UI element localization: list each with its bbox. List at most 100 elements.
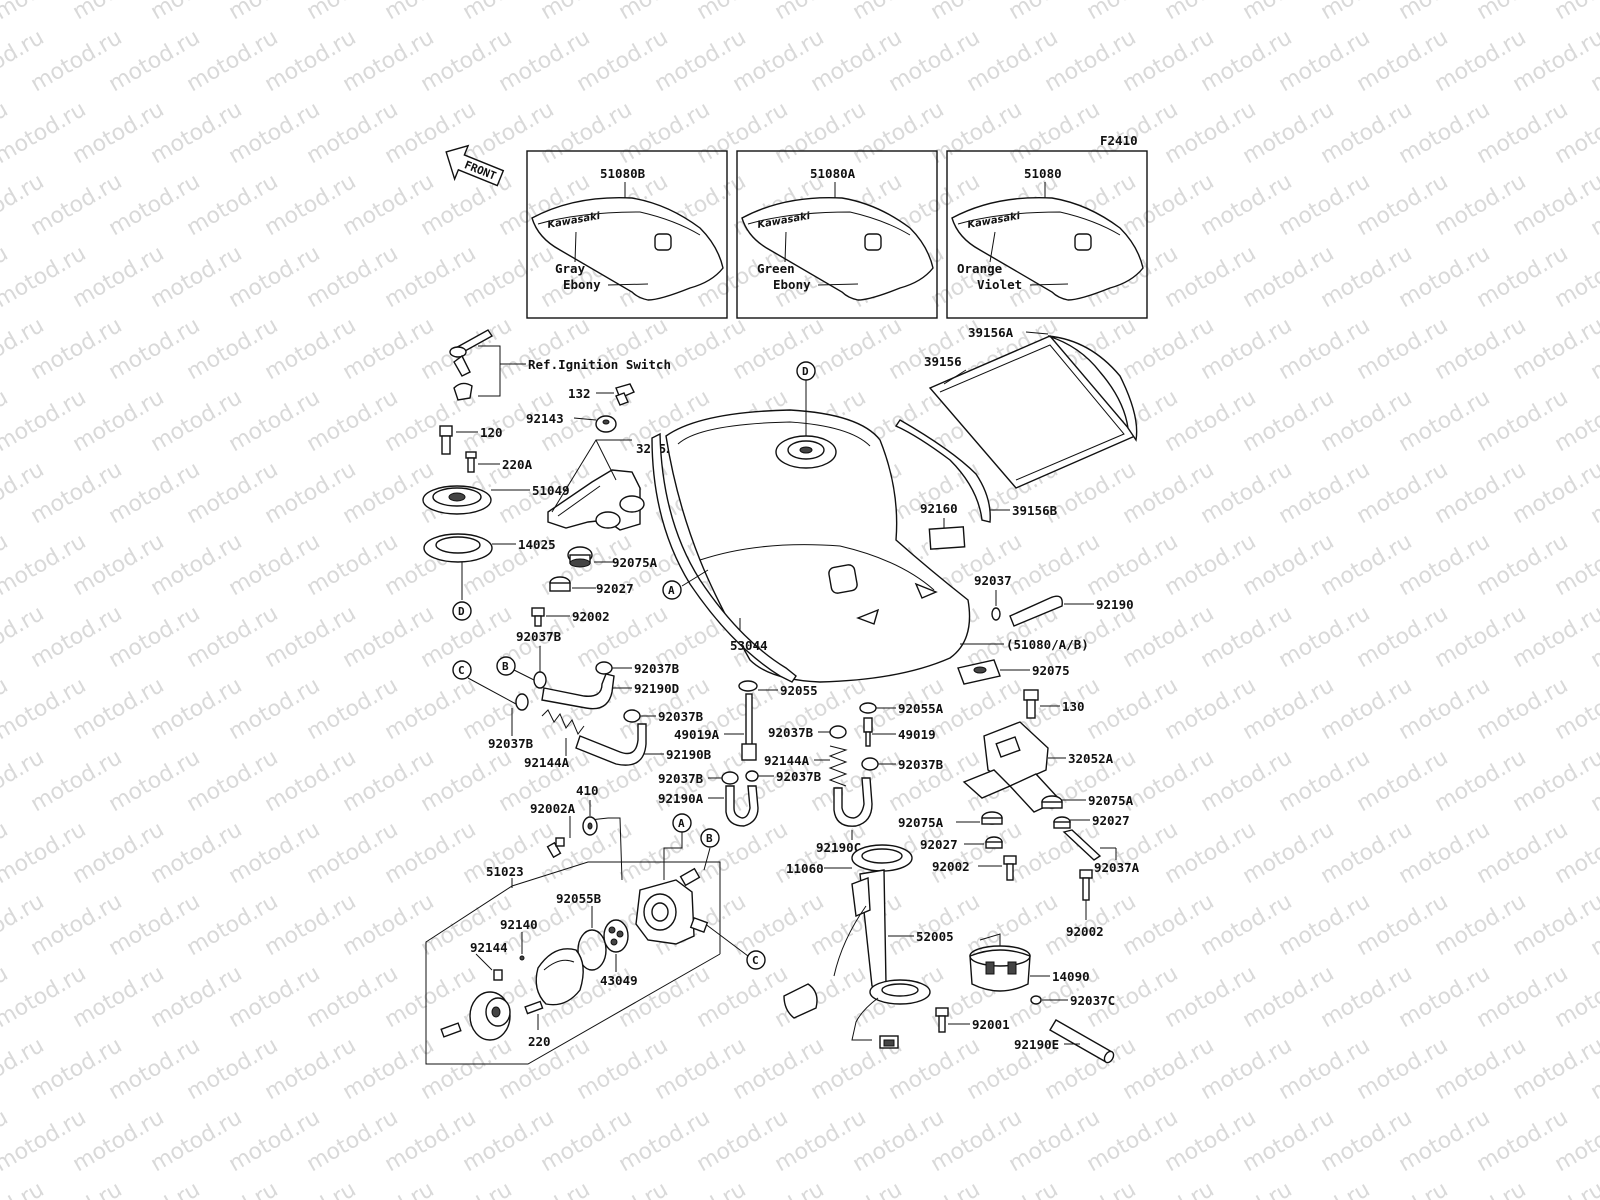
figure-code: F2410 — [1100, 133, 1138, 148]
svg-text:B: B — [502, 660, 509, 673]
bolt-92002A-icon — [546, 837, 565, 859]
part-label: 39156 — [924, 354, 962, 369]
bolt-132-icon — [615, 383, 635, 406]
callout-B-cock: B — [700, 828, 720, 848]
part-label: 43049 — [600, 973, 638, 988]
clip-92037B-icon — [623, 709, 641, 723]
callout-B-hose: B — [496, 656, 516, 676]
cover-39156A-icon — [1047, 335, 1138, 442]
part-label: 92037B — [634, 661, 680, 676]
gasket-11060-icon — [851, 844, 913, 872]
part-label: 92055A — [898, 701, 944, 716]
part-label: 92190C — [816, 840, 861, 855]
clip-92037B-icon — [829, 725, 847, 739]
bolt-120-icon — [439, 425, 453, 455]
part-label: (51080/A/B) — [1006, 637, 1089, 652]
part-label: 92037B — [658, 771, 704, 786]
grommet-92075A-icon — [1041, 795, 1063, 809]
part-label: 14025 — [518, 537, 556, 552]
ref-ignition-switch-label: Ref.Ignition Switch — [528, 357, 671, 372]
watermark-text: motod.ru — [1551, 0, 1600, 25]
part-label: 92055B — [556, 891, 602, 906]
oring-92055-icon — [738, 680, 758, 692]
part-label: 92160 — [920, 501, 958, 516]
label-92160-icon — [928, 526, 966, 550]
variant-part-number: 51080B — [600, 166, 646, 181]
ignition-key-icon — [449, 329, 494, 401]
bolt-92002-icon — [1079, 869, 1093, 901]
svg-text:A: A — [678, 817, 685, 830]
part-label: 92037B — [658, 709, 704, 724]
variant-box-51080: 51080 Kawasaki Orange Violet — [946, 150, 1148, 319]
part-label: 92144A — [524, 755, 570, 770]
callout-A-cock: A — [672, 813, 692, 833]
bolt-92002-icon — [1003, 855, 1017, 881]
svg-text:D: D — [458, 605, 465, 618]
part-label: 132 — [568, 386, 591, 401]
part-label: 92037B — [898, 757, 944, 772]
screw-220-icon — [524, 1000, 544, 1015]
part-label: 39156A — [968, 325, 1014, 340]
clip-92037B-icon — [533, 671, 547, 689]
part-label: 92037C — [1070, 993, 1115, 1008]
part-label: 92140 — [500, 917, 538, 932]
part-label: 92002 — [1066, 924, 1104, 939]
part-label: 92075 — [1032, 663, 1070, 678]
part-label: 92037 — [974, 573, 1012, 588]
variant-box-51080A: 51080A Kawasaki Green Ebony — [736, 150, 938, 319]
part-label: 51023 — [486, 864, 524, 879]
part-label: 410 — [576, 783, 599, 798]
knob-icon — [469, 991, 511, 1041]
bracket-32052-icon — [547, 469, 645, 531]
callout-D-tank: D — [796, 361, 816, 381]
front-arrow-icon: FRONT — [445, 144, 505, 187]
fuel-tank-icon — [665, 409, 971, 683]
pipe-49019A-icon — [741, 693, 757, 761]
washer-410-icon — [582, 816, 598, 836]
variant-color-2: Violet — [977, 277, 1022, 292]
variant-color-2: Ebony — [563, 277, 601, 292]
svg-text:C: C — [458, 664, 465, 677]
callout-A-tank: A — [662, 580, 682, 600]
svg-text:D: D — [802, 365, 809, 378]
spring-92144A-center-icon — [828, 745, 848, 787]
hose-92190C-icon — [833, 777, 873, 827]
variant-part-number: 51080A — [810, 166, 856, 181]
grommet-92075A-icon — [567, 546, 593, 568]
clip-92037-icon — [991, 607, 1001, 621]
variant-part-number: 51080 — [1024, 166, 1062, 181]
part-label: 92037A — [1094, 860, 1140, 875]
variant-color-2: Ebony — [773, 277, 811, 292]
clip-92037B-icon — [721, 771, 739, 785]
bolt-92002-icon — [531, 607, 545, 627]
callout-D-left: D — [452, 601, 472, 621]
grommet-92075A-icon — [981, 811, 1003, 825]
collar-92143-icon — [595, 415, 617, 433]
part-label: 92001 — [972, 1017, 1010, 1032]
part-label: 130 — [1062, 699, 1085, 714]
part-label: 92027 — [920, 837, 958, 852]
part-label: 92190E — [1014, 1037, 1059, 1052]
part-label: 11060 — [786, 861, 824, 876]
part-label: 92037B — [768, 725, 814, 740]
part-label: 92075A — [898, 815, 944, 830]
cap-ring-14025-icon — [423, 533, 493, 563]
oring-92055B-icon — [577, 929, 607, 971]
part-label: 92075A — [612, 555, 658, 570]
hose-92190-icon — [1009, 595, 1063, 627]
clip-92037B-icon — [745, 770, 759, 782]
collar-92027-icon — [549, 576, 571, 592]
part-label: 92190B — [666, 747, 712, 762]
part-label: 92002 — [572, 609, 610, 624]
clip-92037B-icon — [861, 757, 879, 771]
part-label: 120 — [480, 425, 503, 440]
ball-92144-icon — [493, 969, 503, 981]
part-label: 92037B — [516, 629, 562, 644]
filter-14090-icon — [969, 945, 1031, 992]
part-label: 92075A — [1088, 793, 1134, 808]
variant-color-1: Orange — [957, 261, 1003, 276]
svg-text:B: B — [706, 832, 713, 845]
part-label: 52005 — [916, 929, 954, 944]
fuel-pump-52005-icon — [783, 869, 931, 1049]
part-label: 92002A — [530, 801, 576, 816]
